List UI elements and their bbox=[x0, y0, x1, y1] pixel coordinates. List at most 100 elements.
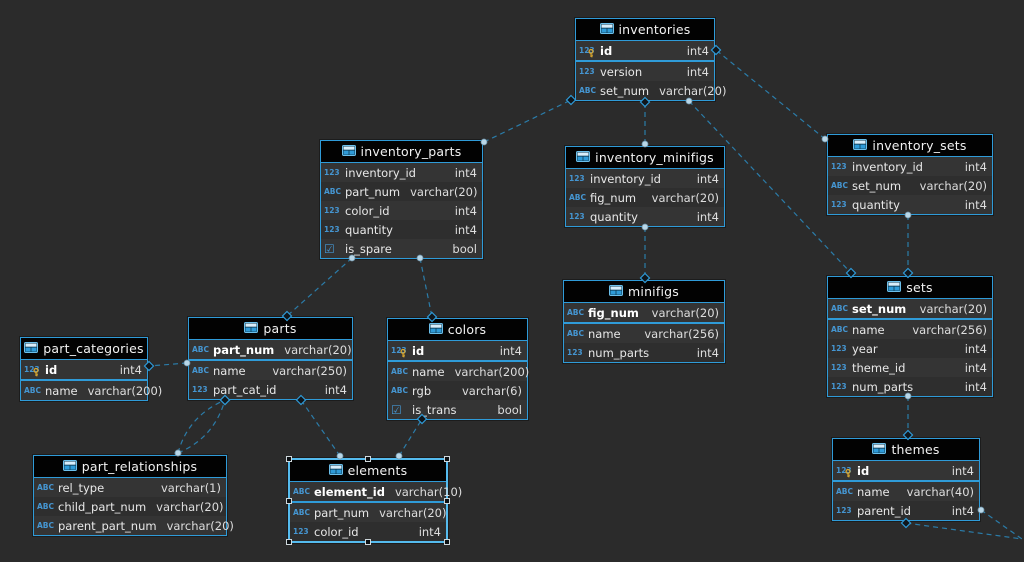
table-title: minifigs bbox=[628, 284, 679, 299]
table-header[interactable]: inventory_sets bbox=[828, 135, 992, 157]
table-header[interactable]: part_categories bbox=[21, 338, 147, 360]
table-header[interactable]: part_relationships bbox=[34, 456, 226, 478]
relationship-line-inventory_parts-inventories[interactable] bbox=[483, 99, 572, 143]
relationship-line-part_relationships-parts-parent[interactable] bbox=[177, 399, 226, 454]
selection-handle-s[interactable] bbox=[365, 539, 371, 545]
column-type: varchar(20) bbox=[410, 184, 478, 199]
selection-handle-se[interactable] bbox=[444, 539, 450, 545]
column-name: theme_id bbox=[852, 360, 906, 375]
column-name: num_parts bbox=[852, 379, 914, 394]
relationship-line-elements-parts[interactable] bbox=[300, 399, 341, 457]
selection-handle-n[interactable] bbox=[365, 456, 371, 462]
column-type: varchar(256) bbox=[912, 322, 987, 337]
table-header[interactable]: inventory_parts bbox=[321, 141, 482, 163]
table-title: inventory_minifigs bbox=[595, 150, 714, 165]
table-title: sets bbox=[906, 280, 933, 295]
text-type-icon: ABC bbox=[831, 324, 849, 334]
table-title: parts bbox=[263, 321, 297, 336]
selection-handle-w[interactable] bbox=[286, 497, 292, 504]
column-name: color_id bbox=[345, 203, 390, 218]
column-type: varchar(20) bbox=[156, 499, 224, 514]
table-header[interactable]: inventory_minifigs bbox=[566, 147, 724, 169]
relationship-line-part_relationships-parts-child[interactable] bbox=[177, 399, 226, 454]
relationship-line-elements-colors[interactable] bbox=[398, 418, 423, 457]
relationship-line-inventory_parts-parts[interactable] bbox=[286, 257, 353, 317]
table-header[interactable]: parts bbox=[189, 318, 352, 340]
selection-handle-ne[interactable] bbox=[444, 456, 450, 462]
selection-handle-e[interactable] bbox=[444, 497, 450, 504]
table-header[interactable]: elements bbox=[290, 460, 446, 482]
table-header[interactable]: sets bbox=[828, 277, 992, 299]
table-header[interactable]: colors bbox=[388, 319, 527, 341]
table-header[interactable]: inventories bbox=[576, 19, 714, 41]
relationship-line-inventory_sets-inventories[interactable] bbox=[715, 49, 826, 140]
relationship-line-inventory_parts-colors[interactable] bbox=[419, 257, 433, 318]
column-name: element_id bbox=[314, 484, 385, 499]
relationship-line-parts-part_categories[interactable] bbox=[148, 362, 188, 367]
table-title: inventories bbox=[618, 22, 691, 37]
table-header[interactable]: themes bbox=[833, 439, 979, 461]
selection-handle-sw[interactable] bbox=[286, 539, 292, 545]
column-name: color_id bbox=[314, 524, 359, 539]
text-type-icon: ABC bbox=[293, 486, 311, 496]
table-header[interactable]: minifigs bbox=[564, 281, 724, 303]
selection-handle-nw[interactable] bbox=[286, 456, 292, 462]
column-type: int4 bbox=[964, 379, 987, 394]
